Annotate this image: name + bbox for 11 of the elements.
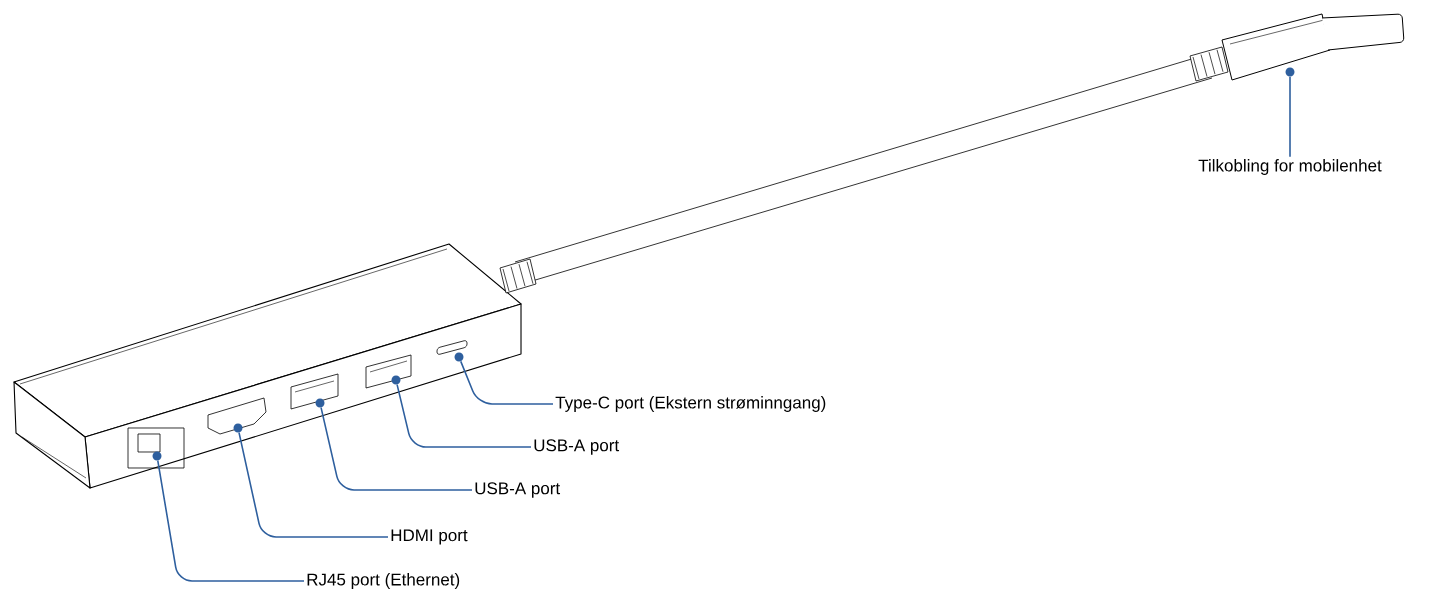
part-label: RJ45 port (Ethernet) <box>307 573 460 589</box>
leader-line <box>396 383 532 448</box>
part-label: HDMI port <box>391 529 468 545</box>
part-label: USB-A port <box>534 439 620 455</box>
leader-line <box>157 459 305 582</box>
leader-line <box>1289 75 1291 158</box>
part-label: Type-C port (Ekstern strøminngang) <box>555 396 826 412</box>
part-label: Tilkobling for mobilenhet <box>1198 159 1382 175</box>
leader-line <box>320 406 473 491</box>
part-label: USB-A port <box>475 482 561 498</box>
leader-line <box>238 431 389 538</box>
